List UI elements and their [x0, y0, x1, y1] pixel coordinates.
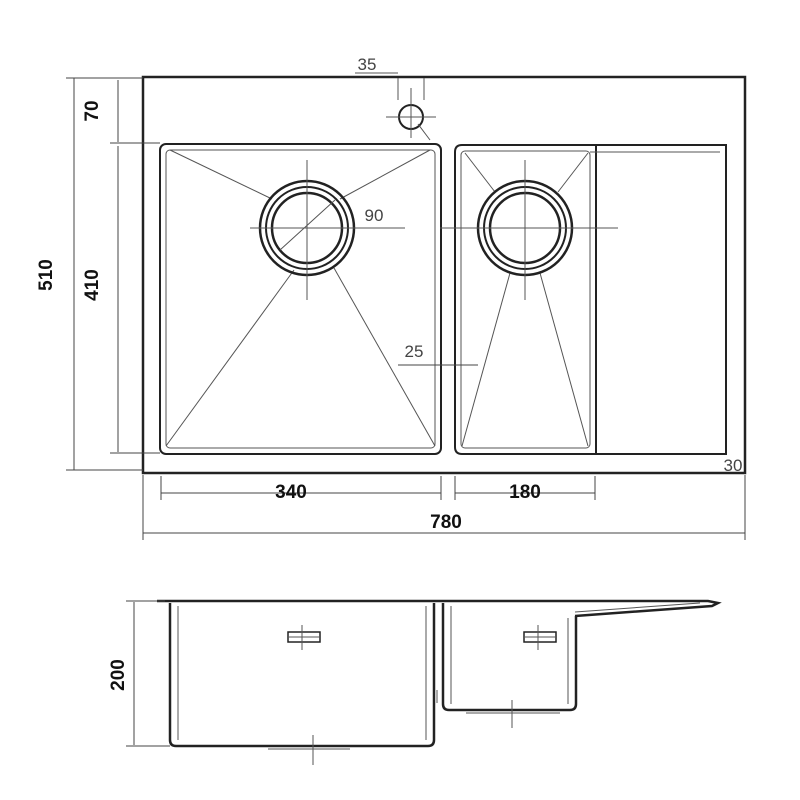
label-total-height: 510: [36, 259, 57, 291]
label-corner: 30: [724, 456, 743, 475]
label-top-margin: 70: [82, 100, 103, 121]
dimension-small-bowl-width: [454, 476, 596, 500]
overflow-icon: [523, 625, 557, 650]
side-view: 200: [108, 599, 722, 765]
label-small-bowl-width: 180: [509, 482, 541, 503]
large-drain-icon: [250, 160, 405, 300]
drainboard: [596, 144, 727, 455]
label-total-width: 780: [430, 512, 462, 533]
tap-hole-icon: [355, 72, 436, 141]
top-view: 510 70 410 340 180 780 35 90 25 30: [36, 55, 747, 540]
dimension-bowl-height: [110, 146, 160, 454]
dimension-total-width: [142, 475, 746, 540]
large-bowl: [159, 143, 442, 455]
sink-outline: [141, 75, 747, 475]
overflow-icon: [287, 625, 321, 650]
label-bowl-height: 410: [82, 269, 103, 301]
small-drain-icon: [440, 160, 618, 300]
dimension-large-bowl-width: [160, 476, 442, 500]
label-tap-hole: 35: [358, 55, 377, 74]
label-drain-diameter: 90: [365, 206, 384, 225]
dimension-depth: [126, 600, 170, 747]
small-bowl: [454, 144, 597, 455]
large-bowl-profile: [168, 603, 436, 748]
label-depth: 200: [108, 659, 129, 691]
label-large-bowl-width: 340: [275, 482, 307, 503]
dimension-top-margin: [110, 80, 160, 144]
small-bowl-profile: [441, 603, 578, 712]
dimension-total-height: [66, 77, 143, 471]
label-bowl-gap: 25: [405, 342, 424, 361]
